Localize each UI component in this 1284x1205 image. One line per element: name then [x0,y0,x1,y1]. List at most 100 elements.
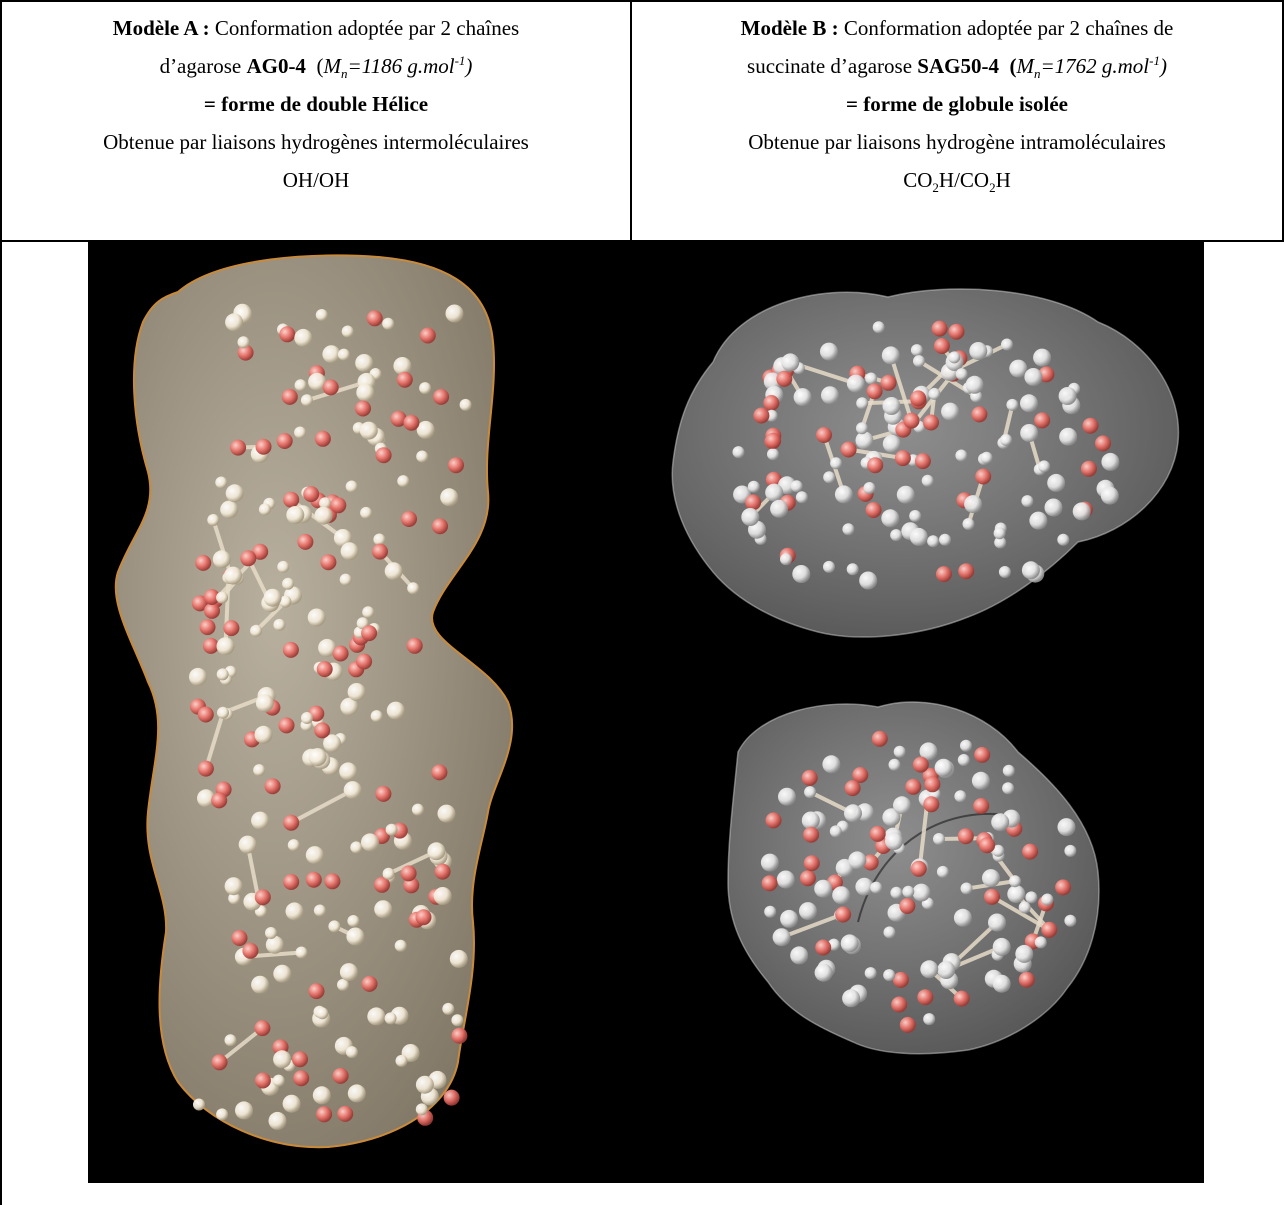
globule-top-atom [856,422,868,435]
globule-bottom-oxygen-atom [891,996,908,1013]
globule-bottom-atom [1002,764,1015,777]
globule-bottom-oxygen-atom [835,906,852,923]
helix-oxygen-atom [255,438,272,455]
globule-top-atom [964,495,983,514]
helix-oxygen-atom [191,595,208,612]
helix-atom [337,348,350,361]
globule-bottom-atom [883,969,896,982]
globule-top-atom [1020,394,1038,413]
globule-bottom-atom [855,877,874,896]
globule-top-atom [994,536,1007,549]
globule-bottom-atom [1034,936,1047,949]
model-b-mass-symbol: M [1016,54,1034,78]
helix-atom [347,1084,366,1103]
globule-bottom-atom [957,754,970,766]
helix-oxygen-atom [356,653,373,670]
globule-top-atom [909,510,922,522]
globule-bottom-oxygen-atom [979,837,996,854]
globule-top-atom [1020,424,1039,442]
globule-bottom-oxygen-atom [1041,921,1058,938]
globule-bottom-atom [1064,914,1077,927]
globule-top-oxygen-atom [975,468,992,485]
globule-bottom-oxygen-atom [899,898,916,914]
model-b-desc-2: succinate d’agarose [747,54,918,78]
model-a-groups: OH/OH [282,168,350,192]
helix-atom [459,398,472,411]
globule-bottom-oxygen-atom [973,798,990,814]
globule-top-atom [770,499,789,518]
globule-bottom-oxygen-atom [912,756,929,773]
globule-bottom-atom [822,755,841,774]
model-b-mass-sup: -1 [1149,53,1160,68]
helix-atom [189,667,207,686]
helix-oxygen-atom [211,1054,228,1071]
helix-atom [263,588,282,607]
globule-bottom-atom [799,902,817,921]
helix-oxygen-atom [324,873,341,890]
globule-bottom-oxygen-atom [761,875,778,892]
globule-top-atom [821,386,839,405]
helix-atom [370,710,383,723]
globule-top-atom [765,483,784,502]
globule-bottom-oxygen-atom [765,812,782,829]
globule-top-atom [781,353,800,372]
model-b-shape: = forme de globule isolée [846,92,1068,116]
helix-atom [442,1002,455,1015]
globule-top-atom [830,457,843,470]
helix-atom [416,450,429,463]
model-b-groups-part: H [995,168,1011,192]
helix-oxygen-atom [197,760,214,777]
globule-top-atom [795,491,808,504]
helix-atom [251,811,270,830]
helix-atom [277,560,290,573]
helix-oxygen-atom [230,439,247,456]
molecular-models-figure [88,242,1204,1183]
globule-bottom-atom [893,796,911,815]
globule-top-atom [955,449,968,462]
helix-atom [339,573,352,586]
globule-bottom-atom [829,825,842,838]
globule-top-atom [882,434,901,453]
globule-top-atom [823,471,836,484]
globule-top-oxygen-atom [910,390,927,407]
globule-bottom-atom [885,832,903,851]
globule-bottom-atom [1009,875,1021,888]
globule-top-atom [1021,561,1040,580]
helix-atom [314,506,333,525]
globule-bottom-oxygen-atom [803,826,820,843]
globule-top-atom [842,523,855,536]
globule-top-atom [882,397,901,415]
globule-bottom-atom [840,934,859,953]
globule-top-atom [1038,460,1051,473]
globule-bottom-oxygen-atom [924,776,941,793]
helix-oxygen-atom [254,889,271,906]
helix-bond [254,600,287,633]
helix-atom [382,867,395,880]
helix-oxygen-atom [195,554,212,571]
helix-bond [204,712,225,770]
globule-bottom-atom [971,771,990,790]
globule-top-atom [780,553,792,566]
globule-top-atom [820,342,838,361]
helix-atom [265,935,284,954]
globule-bottom-oxygen-atom [862,854,879,871]
globule-top-atom [856,397,869,410]
helix-atom [294,328,313,347]
model-a-mass-close: ) [465,54,473,78]
globule-bottom-atom [991,813,1010,832]
helix-oxygen-atom [415,909,432,926]
globule-top-atom [909,527,928,546]
model-a-desc-2: d’agarose [159,54,247,78]
helix-atom [397,475,410,488]
helix-atom [382,317,395,330]
globule-top-atom [1058,387,1077,405]
helix-oxygen-atom [197,706,214,723]
globule-bottom-atom [780,909,799,928]
globule-top-atom [1044,498,1063,517]
helix-oxygen-atom [223,620,240,637]
helix-atom [361,833,379,852]
helix-atom [253,764,266,777]
model-a-mass-sub: n [340,66,348,82]
helix-atom [308,748,327,767]
